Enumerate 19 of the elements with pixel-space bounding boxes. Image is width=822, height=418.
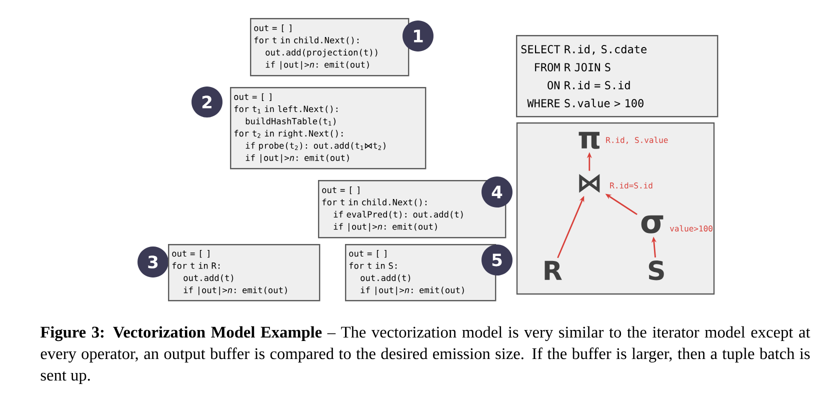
operator-symbol: R [544,260,562,280]
operator-symbol: σ [641,215,664,234]
operator-label: R.id, S.value [606,136,668,144]
operator-symbol: S [648,260,664,280]
code-box: out = [ ] for t in child.Next(): out.add(projection(t)) if |out|>n: emit(out) [250,18,410,76]
query-plan-panel [516,122,715,295]
sql-query-box: SELECT R.id, S.cdate FROM R JOIN S ON R.id = S.id WHERE S.value > 100 [516,35,718,118]
number-badge: 2 [192,86,222,118]
operator-symbol: π [578,132,600,149]
number-badge: 4 [482,176,512,208]
operator-symbol: ⋈ [579,174,600,193]
operator-label: R.id=S.id [610,182,652,188]
figure-caption: Figure 3: Vectorization Model Example – The vectorization model is very similar to the iterator model except at every operator, an output buffer is compared to the desired emission size. If the buffer is larger, then a tuple batch is sent up. [40,326,810,384]
code-box: out = [ ] for t$_{1}$ in left.Next(): buildHashTable(t$_{1}$) for t$_{2}$ in right.Next(): if probe(t$_{2}$): out.add(t$_{1}$⋈t$_{2}$) if |out|>n: emit(out) [230,87,426,170]
code-box: out = [ ] for t in R: out.add(t) if |out|>n: emit(out) [168,244,320,302]
number-badge: 3 [138,246,168,278]
number-badge: 1 [402,20,434,52]
operator-label: value>100 [670,225,712,232]
number-badge: 5 [482,244,512,276]
